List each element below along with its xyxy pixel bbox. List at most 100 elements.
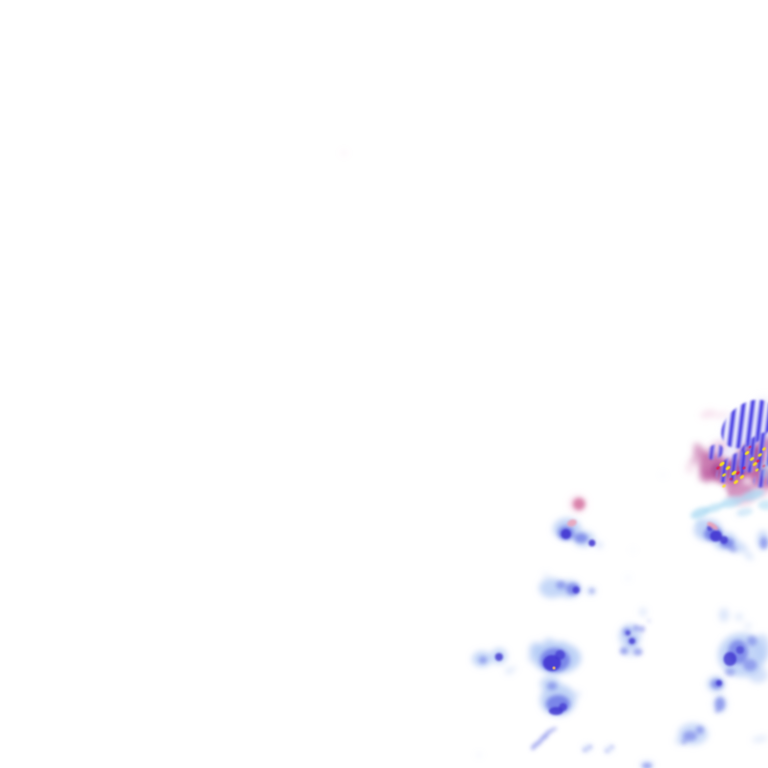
radar-blob bbox=[749, 457, 755, 461]
radar-blob bbox=[683, 731, 697, 741]
radar-blob bbox=[715, 709, 719, 713]
radar-blob bbox=[754, 634, 768, 662]
radar-blob bbox=[639, 608, 647, 616]
radar-blob bbox=[642, 763, 652, 768]
radar-blob bbox=[722, 473, 726, 477]
radar-blob bbox=[549, 707, 563, 715]
radar-blob bbox=[743, 659, 757, 671]
radar-blob bbox=[760, 537, 768, 549]
radar-blob bbox=[543, 573, 549, 577]
radar-blob bbox=[552, 666, 556, 670]
radar-blob bbox=[476, 753, 482, 757]
radar-blob bbox=[583, 748, 587, 752]
radar-blob bbox=[681, 739, 687, 745]
radar-blob bbox=[719, 461, 725, 467]
radar-blob bbox=[736, 471, 740, 475]
radar-blob bbox=[620, 647, 628, 655]
radar-blob bbox=[713, 411, 729, 419]
radar-blob bbox=[693, 447, 707, 459]
radar-blob bbox=[555, 650, 565, 660]
radar-blob bbox=[742, 466, 746, 470]
radar-blob bbox=[704, 503, 724, 513]
radar-blob bbox=[706, 444, 724, 460]
radar-blob bbox=[605, 749, 609, 753]
radar-blob bbox=[479, 656, 487, 664]
radar-blob bbox=[748, 445, 752, 449]
radar-blob bbox=[725, 466, 731, 470]
radar-blob bbox=[693, 443, 701, 449]
layer-hot-pixel bbox=[552, 666, 556, 670]
radar-blob bbox=[707, 522, 711, 526]
radar-blob bbox=[625, 630, 631, 636]
layer-white-holes bbox=[695, 484, 727, 499]
radar-blob bbox=[739, 475, 745, 479]
radar-blob bbox=[715, 697, 725, 711]
radar-blob bbox=[543, 655, 561, 671]
radar-blob bbox=[567, 519, 577, 527]
radar-blob bbox=[709, 489, 727, 499]
radar-blob bbox=[639, 626, 645, 632]
radar-blob bbox=[557, 641, 567, 647]
radar-blob bbox=[588, 745, 592, 749]
radar-blob bbox=[647, 619, 651, 623]
radar-blob bbox=[761, 461, 768, 479]
radar-blob bbox=[610, 745, 614, 749]
radar-blob bbox=[744, 623, 752, 629]
radar-blob bbox=[752, 462, 758, 466]
radar-blob bbox=[595, 542, 603, 548]
radar-blob bbox=[748, 667, 768, 683]
radar-blob bbox=[544, 734, 548, 738]
radar-blob bbox=[342, 151, 346, 155]
radar-blob bbox=[495, 653, 503, 661]
radar-blob bbox=[505, 668, 513, 674]
radar-blob bbox=[744, 451, 750, 455]
radar-blob bbox=[547, 682, 557, 690]
radar-blob bbox=[716, 466, 720, 470]
radar-blob bbox=[528, 653, 534, 663]
radar-blob bbox=[559, 703, 567, 711]
radar-blob bbox=[561, 529, 571, 539]
radar-blob bbox=[556, 581, 566, 589]
radar-blob bbox=[589, 588, 595, 594]
radar-blob bbox=[722, 484, 726, 488]
radar-blob bbox=[629, 638, 635, 644]
layer-hail-speckles-yellow bbox=[719, 447, 766, 488]
radar-blob bbox=[551, 727, 557, 731]
radar-blob bbox=[633, 625, 639, 631]
radar-blob bbox=[735, 613, 743, 621]
radar-blob bbox=[755, 468, 759, 472]
radar-blob bbox=[752, 735, 768, 743]
radar-blob bbox=[631, 548, 635, 552]
radar-blob bbox=[736, 512, 742, 516]
radar-blob bbox=[719, 608, 729, 622]
radar-blob bbox=[762, 447, 766, 451]
layer-pink-accents bbox=[567, 519, 719, 531]
radar-blob bbox=[545, 729, 553, 735]
radar-blob bbox=[575, 691, 581, 697]
radar-blob bbox=[725, 668, 735, 676]
radar-blob bbox=[633, 648, 643, 656]
radar-blob bbox=[716, 680, 722, 686]
radar-blob bbox=[723, 652, 737, 666]
radar-blob bbox=[574, 533, 588, 543]
radar-blob bbox=[700, 409, 716, 419]
radar-blob bbox=[511, 666, 517, 670]
radar-blob bbox=[710, 530, 722, 542]
radar-blob bbox=[572, 586, 580, 594]
radar-blob bbox=[543, 638, 555, 646]
radar-blob bbox=[729, 477, 733, 481]
radar-blob bbox=[758, 453, 762, 457]
radar-blob bbox=[699, 469, 711, 483]
radar-blob bbox=[729, 546, 737, 552]
radar-blob bbox=[756, 459, 760, 463]
radar-blob bbox=[741, 546, 749, 552]
radar-blob bbox=[741, 488, 765, 502]
layer-sleet-wisps-cyan bbox=[690, 461, 768, 527]
radar-blob bbox=[744, 552, 754, 560]
layer-pink-cell bbox=[573, 498, 585, 510]
radar-blob bbox=[695, 484, 705, 492]
radar-blob bbox=[626, 576, 630, 580]
radar-blob bbox=[588, 539, 596, 547]
